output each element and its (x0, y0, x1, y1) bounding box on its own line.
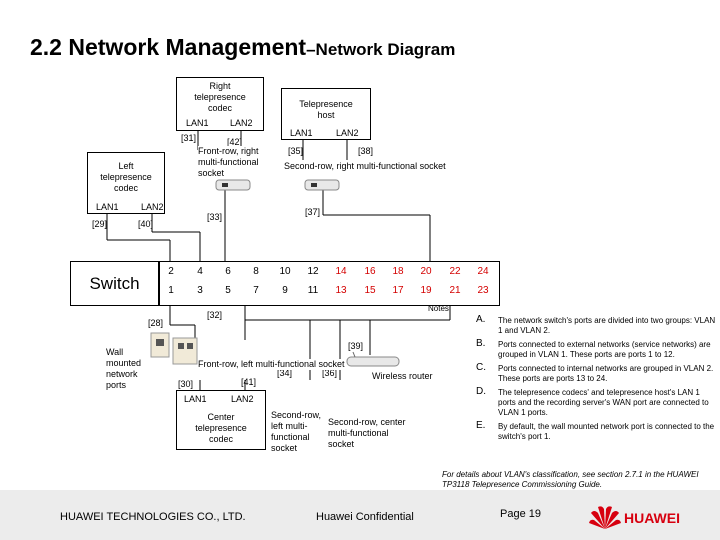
cable-42: [42] (227, 137, 243, 147)
switch-port: 24 (477, 266, 489, 277)
right-codec-lan2: LAN2 (230, 118, 253, 128)
socket-icon (215, 179, 251, 191)
wireless-router-icon (346, 351, 400, 367)
wireless-router-label: Wireless router (372, 371, 433, 381)
cable-41: [41] (241, 377, 257, 387)
cable-28: [28] (148, 318, 164, 328)
host-lan1: LAN1 (290, 128, 313, 138)
front-left-socket-label: Front-row, left multi-functional socket (198, 359, 345, 370)
switch-port: 5 (225, 285, 231, 296)
cable-35: [35] (288, 146, 304, 156)
note-letter: B. (476, 338, 486, 349)
cable-30: [30] (178, 379, 194, 389)
footer-company: HUAWEI TECHNOLOGIES CO., LTD. (60, 511, 246, 523)
switch-port: 3 (197, 285, 203, 296)
note-item: D. The telepresence codecs' and teleprese… (476, 386, 716, 418)
footer-confidential: Huawei Confidential (316, 511, 414, 523)
note-item: C. Ports connected to internal networks a… (476, 362, 716, 384)
left-codec-name: Left telepresence codec (100, 161, 152, 193)
left-codec-box: Left telepresence codec (87, 152, 165, 214)
note-letter: A. (476, 314, 486, 325)
note-item: A. The network switch's ports are divided… (476, 314, 716, 336)
note-item: B. Ports connected to external networks (… (476, 338, 716, 360)
second-right-socket-label: Second-row, right multi-functional socke… (284, 161, 446, 172)
switch-port: 19 (420, 285, 432, 296)
cable-37: [37] (305, 207, 321, 217)
switch-port: 17 (392, 285, 404, 296)
switch-port: 10 (279, 266, 291, 277)
cable-39: [39] (348, 341, 364, 351)
note-item: E. By default, the wall mounted network p… (476, 420, 716, 442)
switch-port: 15 (364, 285, 376, 296)
cable-34: [34] (277, 368, 293, 378)
cable-32: [32] (207, 310, 223, 320)
telepresence-host-name: Telepresence host (299, 99, 353, 120)
switch-port: 6 (225, 266, 231, 277)
switch-port: 8 (253, 266, 259, 277)
switch-port: 11 (307, 285, 319, 296)
note-text: Ports connected to external networks (se… (498, 340, 711, 359)
switch-ports-bottom-row: 1 3 5 7 9 11 13 15 17 19 21 23 (159, 285, 500, 299)
switch-port: 13 (335, 285, 347, 296)
switch-port: 20 (420, 266, 432, 277)
note-text: By default, the wall mounted network por… (498, 422, 715, 441)
title-main: 2.2 Network Management (30, 34, 307, 60)
switch-port: 14 (335, 266, 347, 277)
second-left-socket-label: Second-row, left multi-functional socket (271, 410, 322, 453)
note-text: The network switch's ports are divided i… (498, 316, 716, 335)
switch-label: Switch (89, 273, 140, 293)
socket-icon (304, 179, 340, 191)
footer-brand: HUAWEI (624, 510, 680, 526)
right-codec-name: Right telepresence codec (194, 81, 246, 113)
switch-port: 2 (168, 266, 174, 277)
note-text: The telepresence codecs' and telepresenc… (498, 388, 709, 417)
center-codec-lan2: LAN2 (231, 394, 254, 404)
switch-port: 23 (477, 285, 489, 296)
cable-29: [29] (92, 219, 108, 229)
switch-port-grid (159, 261, 500, 306)
page-title: 2.2 Network Management–Network Diagram (30, 34, 455, 61)
center-codec-name: Center telepresence codec (195, 412, 247, 444)
switch: Switch (70, 261, 159, 306)
switch-port: 1 (168, 285, 174, 296)
left-codec-lan1: LAN1 (96, 202, 119, 212)
cable-31: [31] (181, 133, 197, 143)
switch-port: 18 (392, 266, 404, 277)
switch-port: 21 (449, 285, 461, 296)
switch-port: 7 (253, 285, 259, 296)
front-right-socket-label: Front-row, right multi-functional socket (198, 146, 278, 179)
wall-port-icon (150, 332, 198, 365)
cable-36: [36] (322, 368, 338, 378)
footer-page: Page 19 (500, 508, 541, 520)
host-lan2: LAN2 (336, 128, 359, 138)
note-letter: C. (476, 362, 486, 373)
cable-33: [33] (207, 212, 223, 222)
switch-port: 22 (449, 266, 461, 277)
title-sub: –Network Diagram (306, 40, 456, 59)
switch-port: 12 (307, 266, 319, 277)
cable-40: [40] (138, 219, 154, 229)
notes-heading: Notes: (428, 304, 452, 313)
huawei-logo-icon (589, 506, 621, 529)
right-codec-box: Right telepresence codec (176, 77, 264, 131)
second-center-socket-label: Second-row, center multi-functional sock… (328, 417, 406, 449)
left-codec-lan2: LAN2 (141, 202, 164, 212)
note-letter: E. (476, 420, 486, 431)
center-codec-box (176, 390, 266, 450)
footer (0, 490, 720, 540)
telepresence-host-box: Telepresence host (281, 88, 371, 140)
cable-38: [38] (358, 146, 374, 156)
right-codec-lan1: LAN1 (186, 118, 209, 128)
note-text: Ports connected to internal networks are… (498, 364, 714, 383)
note-letter: D. (476, 386, 486, 397)
switch-ports-top-row: 2 4 6 8 10 12 14 16 18 20 22 24 (159, 266, 500, 280)
wall-ports-label: Wall mounted network ports (106, 347, 142, 390)
notes-details: For details about VLAN's classification,… (442, 470, 699, 489)
notes-list: A. The network switch's ports are divided… (476, 314, 716, 446)
switch-port: 4 (197, 266, 203, 277)
center-codec-lan1: LAN1 (184, 394, 207, 404)
switch-port: 16 (364, 266, 376, 277)
switch-port: 9 (282, 285, 288, 296)
